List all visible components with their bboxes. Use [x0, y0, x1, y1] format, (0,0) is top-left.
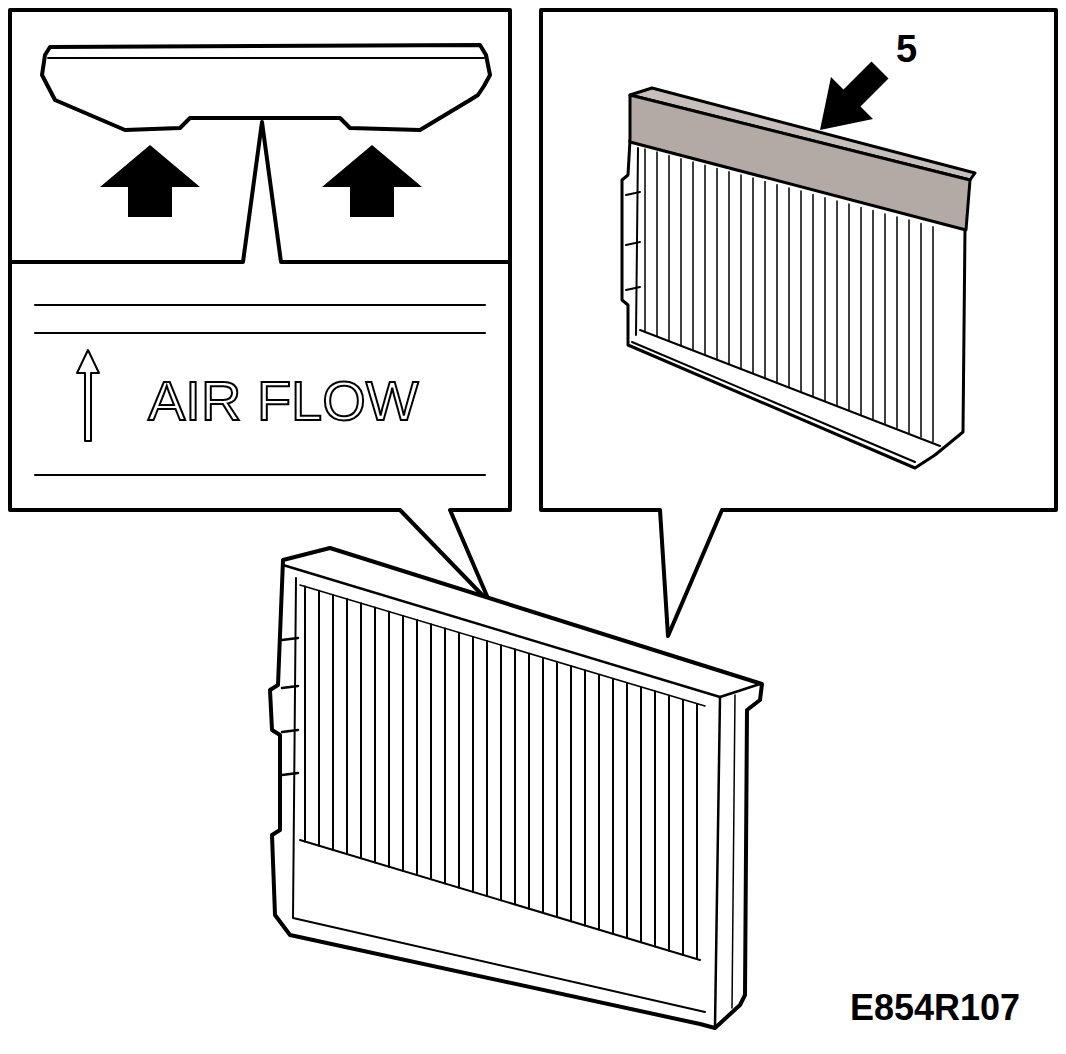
figure-code: E854R107	[850, 990, 1020, 1026]
filter-pleats	[305, 587, 697, 960]
label-line	[35, 304, 485, 306]
filter-frame-line	[283, 565, 760, 697]
pointer-arrow	[820, 62, 889, 131]
airflow-arrow	[322, 145, 422, 217]
filter-frame-line	[293, 578, 705, 1012]
label-line	[35, 332, 485, 334]
airflow-label: AIR FLOW	[148, 373, 419, 429]
label-line	[35, 474, 485, 476]
filter-rib	[282, 638, 298, 775]
inset-panel	[10, 10, 510, 510]
airflow-arrow-outline	[77, 350, 99, 441]
inset-panel	[541, 10, 1056, 510]
leader-wedge	[660, 508, 722, 636]
filter-frame	[270, 548, 762, 1028]
filter-frame-line	[640, 330, 940, 446]
filter-rib	[626, 192, 640, 290]
callout-number: 5	[896, 30, 917, 68]
airflow-arrow	[100, 145, 200, 217]
seal-strip	[630, 95, 970, 230]
leader-line	[660, 510, 722, 636]
filter-frame-line	[715, 697, 720, 1026]
filter-frame-line	[732, 695, 735, 1008]
filter-edge-profile	[42, 45, 490, 130]
divider-spike	[12, 122, 508, 262]
profile-line	[48, 57, 484, 59]
